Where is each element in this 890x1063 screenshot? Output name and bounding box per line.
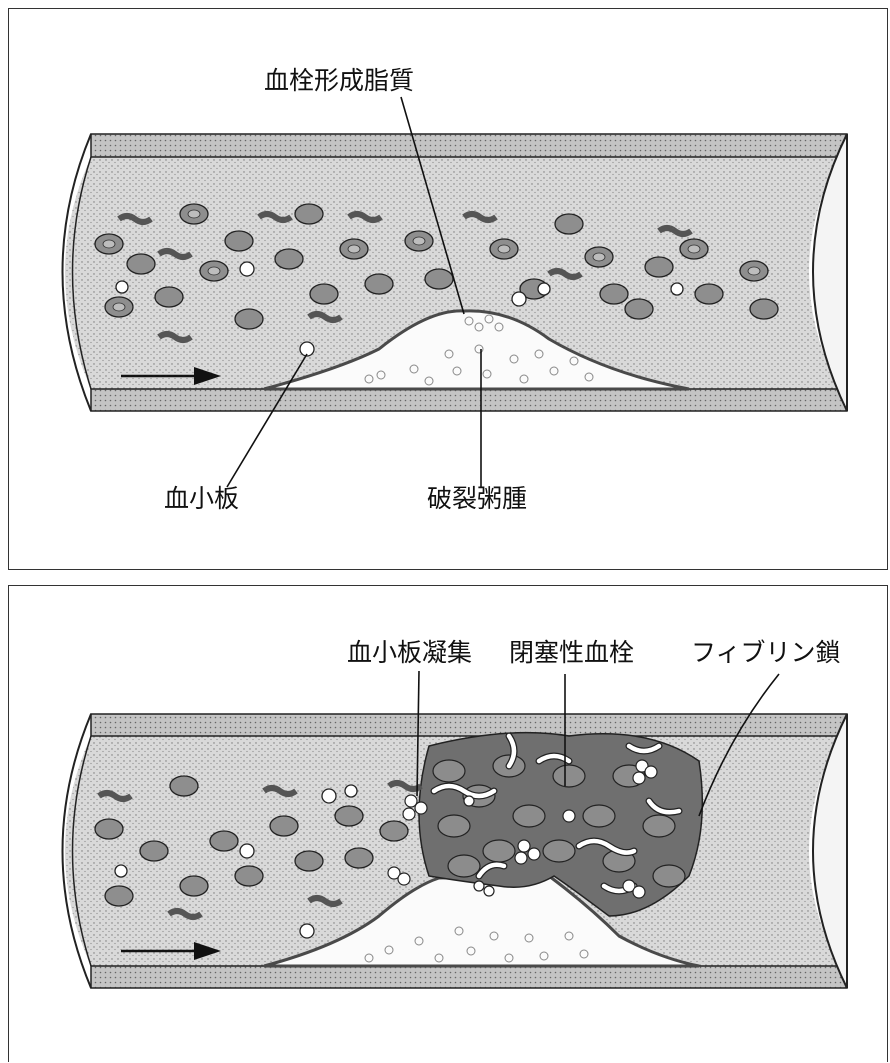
vessel-wall-upper xyxy=(91,714,847,736)
vessel-illustration-bottom: 血小板凝集 閉塞性血栓 フィブリン鎖 xyxy=(9,586,889,1063)
label-occlusive-thrombus: 閉塞性血栓 xyxy=(509,638,634,667)
vessel-wall-lower xyxy=(91,389,847,411)
label-ruptured-plaque: 破裂粥腫 xyxy=(427,484,527,513)
vessel-illustration-top: 血栓形成脂質 血小板 破裂粥腫 xyxy=(9,9,889,571)
panel-ruptured-plaque: 血栓形成脂質 血小板 破裂粥腫 xyxy=(8,8,888,570)
vessel-wall-lower xyxy=(91,966,847,988)
panel-occlusive-thrombus: 血小板凝集 閉塞性血栓 フィブリン鎖 xyxy=(8,585,888,1062)
label-platelet-aggregation: 血小板凝集 xyxy=(347,638,472,667)
label-thrombogenic-lipid: 血栓形成脂質 xyxy=(264,66,414,95)
label-platelet: 血小板 xyxy=(164,484,239,513)
vessel-wall-upper xyxy=(91,134,847,157)
label-fibrin-strands: フィブリン鎖 xyxy=(691,638,841,667)
